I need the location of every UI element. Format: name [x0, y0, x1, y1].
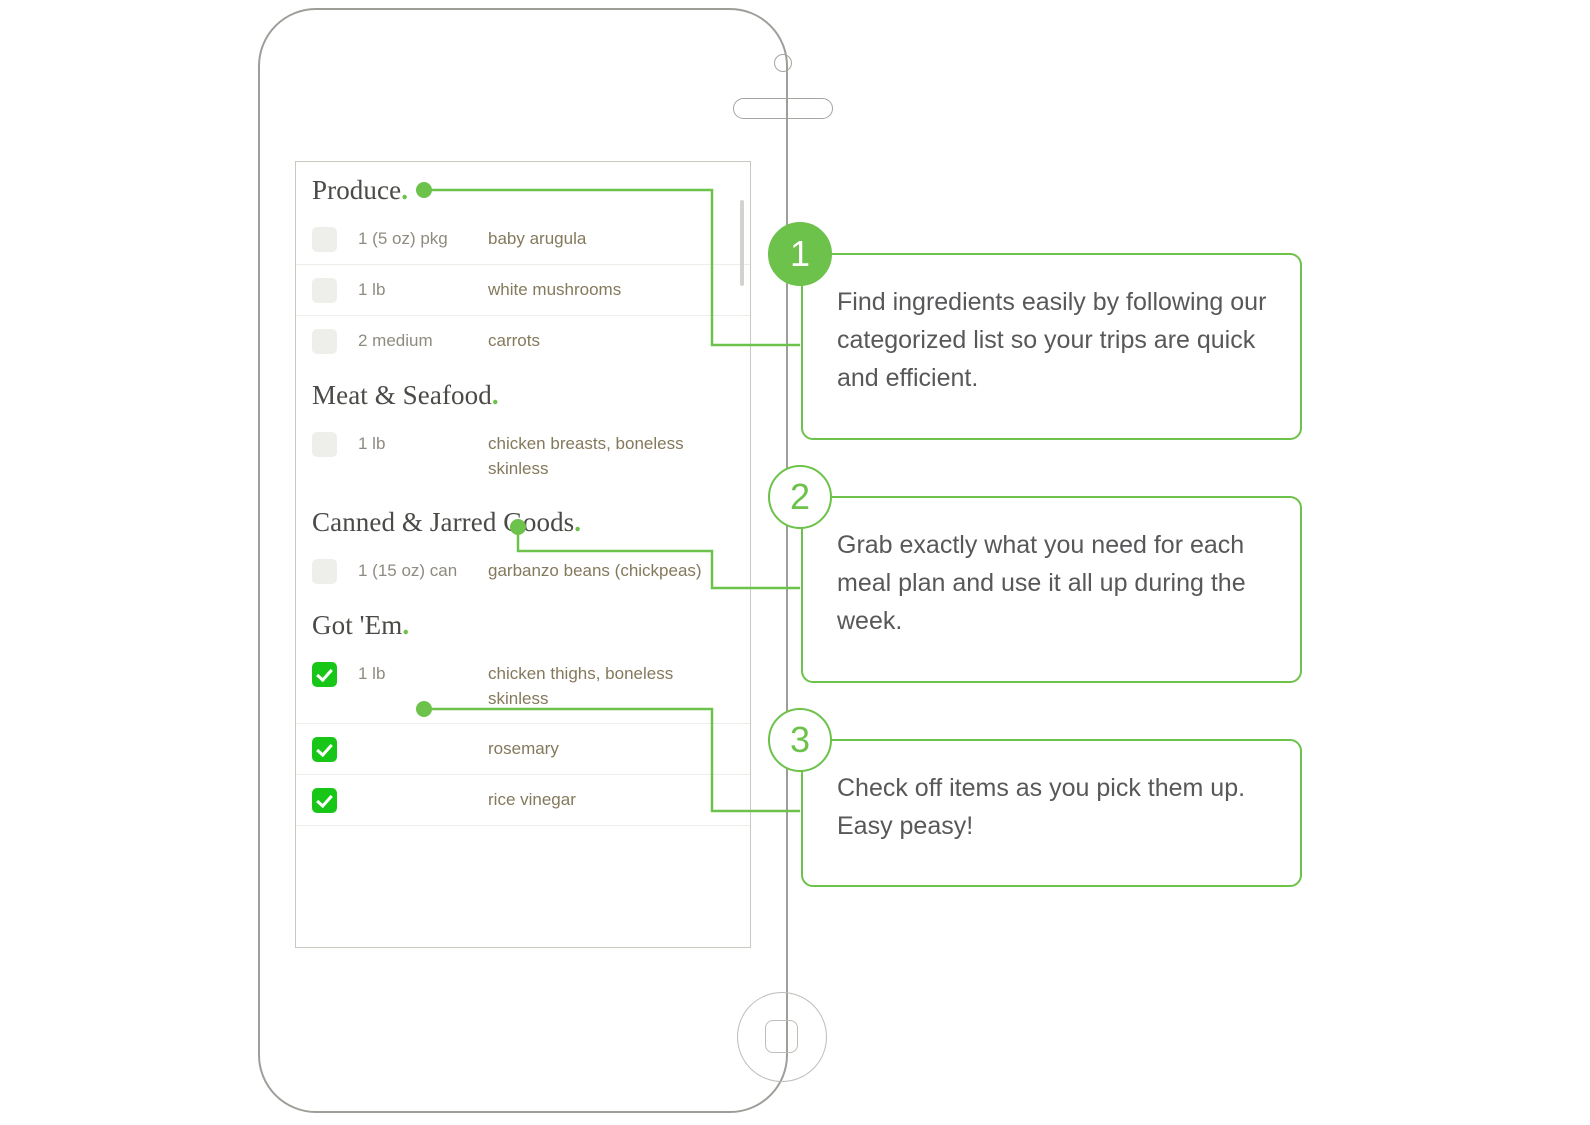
list-section: Produce. 1 (5 oz) pkg baby arugula 1 lb whit…: [296, 162, 750, 367]
section-header: Got 'Em.: [296, 597, 750, 649]
section-header: Meat & Seafood.: [296, 367, 750, 419]
section-header: Canned & Jarred Goods.: [296, 494, 750, 546]
list-item[interactable]: 2 medium carrots: [296, 316, 750, 367]
callout-number-2: 2: [789, 476, 811, 517]
checkbox-checked-icon[interactable]: [312, 662, 337, 687]
checkbox-checked-icon[interactable]: [312, 737, 337, 762]
section-title-period: .: [574, 507, 582, 537]
item-name: carrots: [488, 331, 540, 350]
callout-text-2: Grab exactly what you need for each meal…: [837, 531, 1246, 635]
speaker-grill-icon: [733, 98, 833, 119]
home-button-icon[interactable]: [737, 992, 827, 1082]
list-item[interactable]: rice vinegar: [296, 775, 750, 826]
list-item[interactable]: 1 lb chicken thighs, boneless skinless: [296, 649, 750, 724]
item-name: chicken thighs, boneless skinless: [488, 664, 674, 708]
item-name: chicken breasts, boneless skinless: [488, 434, 684, 478]
item-quantity: 1 (5 oz) pkg: [358, 229, 448, 248]
checkbox-unchecked-icon[interactable]: [312, 278, 337, 303]
list-item[interactable]: 1 (5 oz) pkg baby arugula: [296, 214, 750, 265]
phone-screen: Produce. 1 (5 oz) pkg baby arugula 1 lb whit…: [295, 161, 751, 948]
list-section: Meat & Seafood. 1 lb chicken breasts, bone…: [296, 367, 750, 494]
checkbox-unchecked-icon[interactable]: [312, 559, 337, 584]
checkbox-unchecked-icon[interactable]: [312, 432, 337, 457]
section-title: Meat & Seafood: [312, 380, 492, 410]
item-quantity: 1 lb: [358, 664, 386, 683]
section-title-period: .: [491, 380, 499, 410]
item-quantity: 1 (15 oz) can: [358, 561, 458, 580]
checkbox-checked-icon[interactable]: [312, 788, 337, 813]
item-name: rosemary: [488, 739, 559, 758]
item-quantity: 1 lb: [358, 434, 386, 453]
home-button-square-icon: [765, 1020, 798, 1053]
item-name: baby arugula: [488, 229, 587, 248]
grocery-list: Produce. 1 (5 oz) pkg baby arugula 1 lb whit…: [296, 162, 750, 826]
callout-text-3: Check off items as you pick them up. Eas…: [837, 774, 1246, 840]
item-name: white mushrooms: [488, 280, 622, 299]
callout-box-2: Grab exactly what you need for each meal…: [801, 496, 1302, 683]
callout-text-1: Find ingredients easily by following our…: [837, 288, 1267, 392]
list-item[interactable]: 1 lb white mushrooms: [296, 265, 750, 316]
section-title: Got 'Em: [312, 610, 403, 640]
callout-box-3: Check off items as you pick them up. Eas…: [801, 739, 1302, 887]
callout-number-3: 3: [789, 719, 811, 760]
list-section: Canned & Jarred Goods. 1 (15 oz) can garba…: [296, 494, 750, 597]
callout-badge-3: 3: [768, 708, 832, 772]
checkbox-unchecked-icon[interactable]: [312, 329, 337, 354]
callout-badge-2: 2: [768, 465, 832, 529]
section-header: Produce.: [296, 162, 750, 214]
section-title: Produce: [312, 175, 402, 205]
list-section: Got 'Em. 1 lb chicken thighs, boneless ski…: [296, 597, 750, 826]
list-item[interactable]: 1 (15 oz) can garbanzo beans (chickpeas): [296, 546, 750, 597]
checkbox-unchecked-icon[interactable]: [312, 227, 337, 252]
item-quantity: 1 lb: [358, 280, 386, 299]
section-title: Canned & Jarred Goods: [312, 507, 575, 537]
item-quantity: 2 medium: [358, 331, 433, 350]
camera-icon: [774, 54, 792, 72]
callout-badge-1: 1: [768, 222, 832, 286]
item-name: garbanzo beans (chickpeas): [488, 561, 702, 580]
list-item[interactable]: rosemary: [296, 724, 750, 775]
callout-box-1: Find ingredients easily by following our…: [801, 253, 1302, 440]
section-title-period: .: [401, 175, 409, 205]
scrollbar-thumb[interactable]: [740, 200, 744, 286]
section-title-period: .: [402, 610, 410, 640]
list-item[interactable]: 1 lb chicken breasts, boneless skinless: [296, 419, 750, 494]
callout-number-1: 1: [789, 233, 811, 274]
item-name: rice vinegar: [488, 790, 576, 809]
